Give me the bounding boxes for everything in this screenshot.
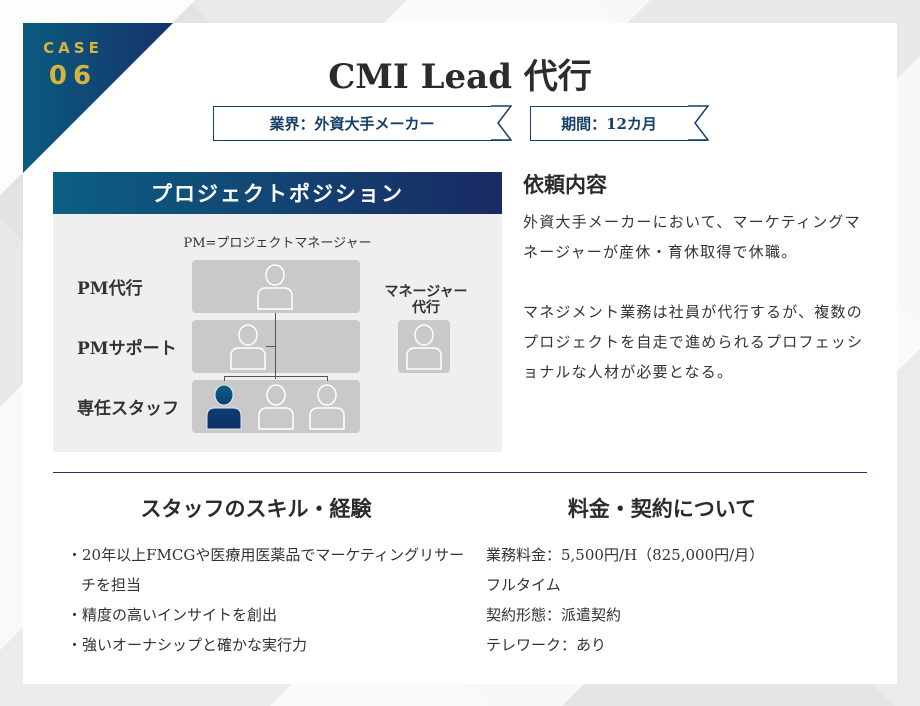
org-connector-staff-right xyxy=(327,376,328,381)
case-card: CASE 06 CMI Lead 代行 業界：外資大手メーカー 期間：12カ月 … xyxy=(23,23,897,684)
fees-list-item: 業務料金：5,500円/H（825,000円/月） xyxy=(486,546,765,564)
row-label-pm-deputy: PM代行 xyxy=(77,279,143,299)
case-label: CASE xyxy=(43,39,103,57)
request-paragraph-2: マネジメント業務は社員が代行するが、複数のプロジェクトを自走で進められるプロフェ… xyxy=(523,303,864,381)
industry-tag-text: 業界：外資大手メーカー xyxy=(269,115,435,133)
manager-deputy-label-line2: 代行 xyxy=(412,300,440,316)
manager-deputy-label-line1: マネージャー xyxy=(384,284,468,300)
person-icon xyxy=(309,384,345,430)
pm-deputy-box xyxy=(192,260,360,313)
fees-title: 料金・契約について xyxy=(567,496,757,521)
fees-list-item: 契約形態：派遣契約 xyxy=(486,606,622,624)
person-icon xyxy=(230,324,266,370)
org-connector-staff-left xyxy=(224,376,225,381)
fees-list-item: フルタイム xyxy=(486,576,561,594)
request-paragraph-1: 外資大手メーカーにおいて、マーケティングマネージャーが産休・育休取得で休職。 xyxy=(523,213,861,261)
request-title: 依頼内容 xyxy=(523,172,607,197)
skills-list-item: ・強いオーナシップと確かな実行力 xyxy=(67,636,308,654)
fees-list: 業務料金：5,500円/H（825,000円/月） フルタイム 契約形態：派遣契… xyxy=(486,540,866,660)
row-label-pm-support: PMサポート xyxy=(77,339,177,359)
page-title: CMI Lead 代行 xyxy=(328,57,592,97)
period-tag-text: 期間：12カ月 xyxy=(561,115,657,133)
position-header: プロジェクトポジション xyxy=(53,172,502,214)
tag-notch-icon xyxy=(688,105,709,141)
period-tag: 期間：12カ月 xyxy=(530,105,709,141)
skills-list: ・20年以上FMCGや医療用医薬品でマーケティングリサーチを担当 ・精度の高いイ… xyxy=(67,540,467,660)
person-icon xyxy=(406,324,442,370)
skills-list-item: ・20年以上FMCGや医療用医薬品でマーケティングリサーチを担当 xyxy=(67,546,465,594)
org-connector-staff xyxy=(224,376,328,377)
org-connector-support xyxy=(266,346,275,347)
skills-title: スタッフのスキル・経験 xyxy=(140,496,372,521)
case-number: 06 xyxy=(48,61,98,91)
org-connector-vertical xyxy=(275,313,276,379)
row-label-dedicated-staff: 専任スタッフ xyxy=(77,399,179,419)
manager-deputy-label: マネージャー 代行 xyxy=(371,284,481,316)
tag-notch-icon xyxy=(491,105,512,141)
section-divider xyxy=(53,472,867,473)
skills-list-item: ・精度の高いインサイトを創出 xyxy=(67,606,278,624)
pm-support-box xyxy=(192,320,360,373)
industry-tag: 業界：外資大手メーカー xyxy=(213,105,512,141)
request-body: 外資大手メーカーにおいて、マーケティングマネージャーが産休・育休取得で休職。 マ… xyxy=(523,207,875,387)
highlighted-person-icon xyxy=(206,384,242,430)
pm-definition-note: PM=プロジェクトマネージャー xyxy=(183,236,372,251)
person-icon xyxy=(257,264,293,310)
project-position-panel: プロジェクトポジション PM=プロジェクトマネージャー PM代行 PMサポート … xyxy=(53,172,502,452)
person-icon xyxy=(258,384,294,430)
fees-list-item: テレワーク：あり xyxy=(486,636,607,654)
